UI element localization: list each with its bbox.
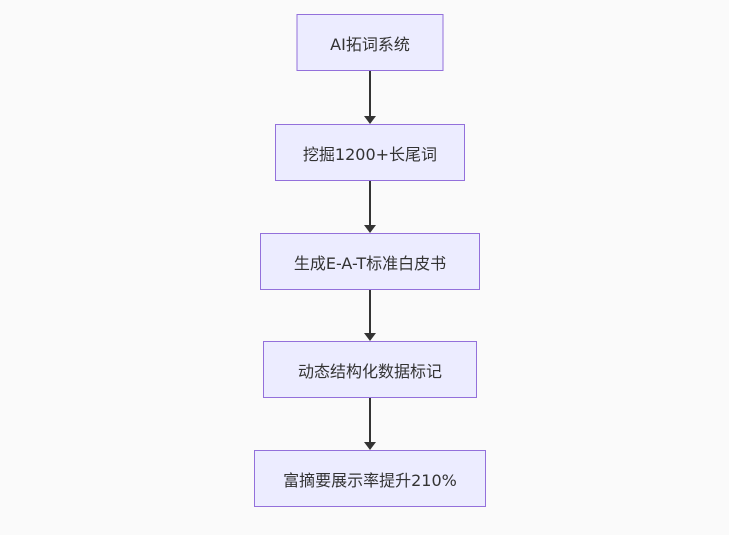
arrow-down-4 [364,398,376,450]
flow-node-rich-snippet-rate-increase: 富摘要展示率提升210% [254,450,486,507]
flow-node-generate-eat-whitepaper: 生成E-A-T标准白皮书 [260,233,480,290]
arrow-shaft [369,290,371,333]
flow-node-mine-longtail-keywords: 挖掘1200+长尾词 [275,124,465,181]
arrow-down-3 [364,290,376,341]
arrowhead-icon [364,225,376,233]
arrow-shaft [369,181,371,225]
arrowhead-icon [364,442,376,450]
arrow-shaft [369,71,371,116]
arrow-shaft [369,398,371,442]
arrowhead-icon [364,116,376,124]
arrow-down-1 [364,71,376,124]
flow-node-dynamic-structured-data-markup: 动态结构化数据标记 [263,341,477,398]
arrow-down-2 [364,181,376,233]
flow-node-ai-keyword-expansion-system: AI拓词系统 [296,14,444,71]
arrowhead-icon [364,333,376,341]
